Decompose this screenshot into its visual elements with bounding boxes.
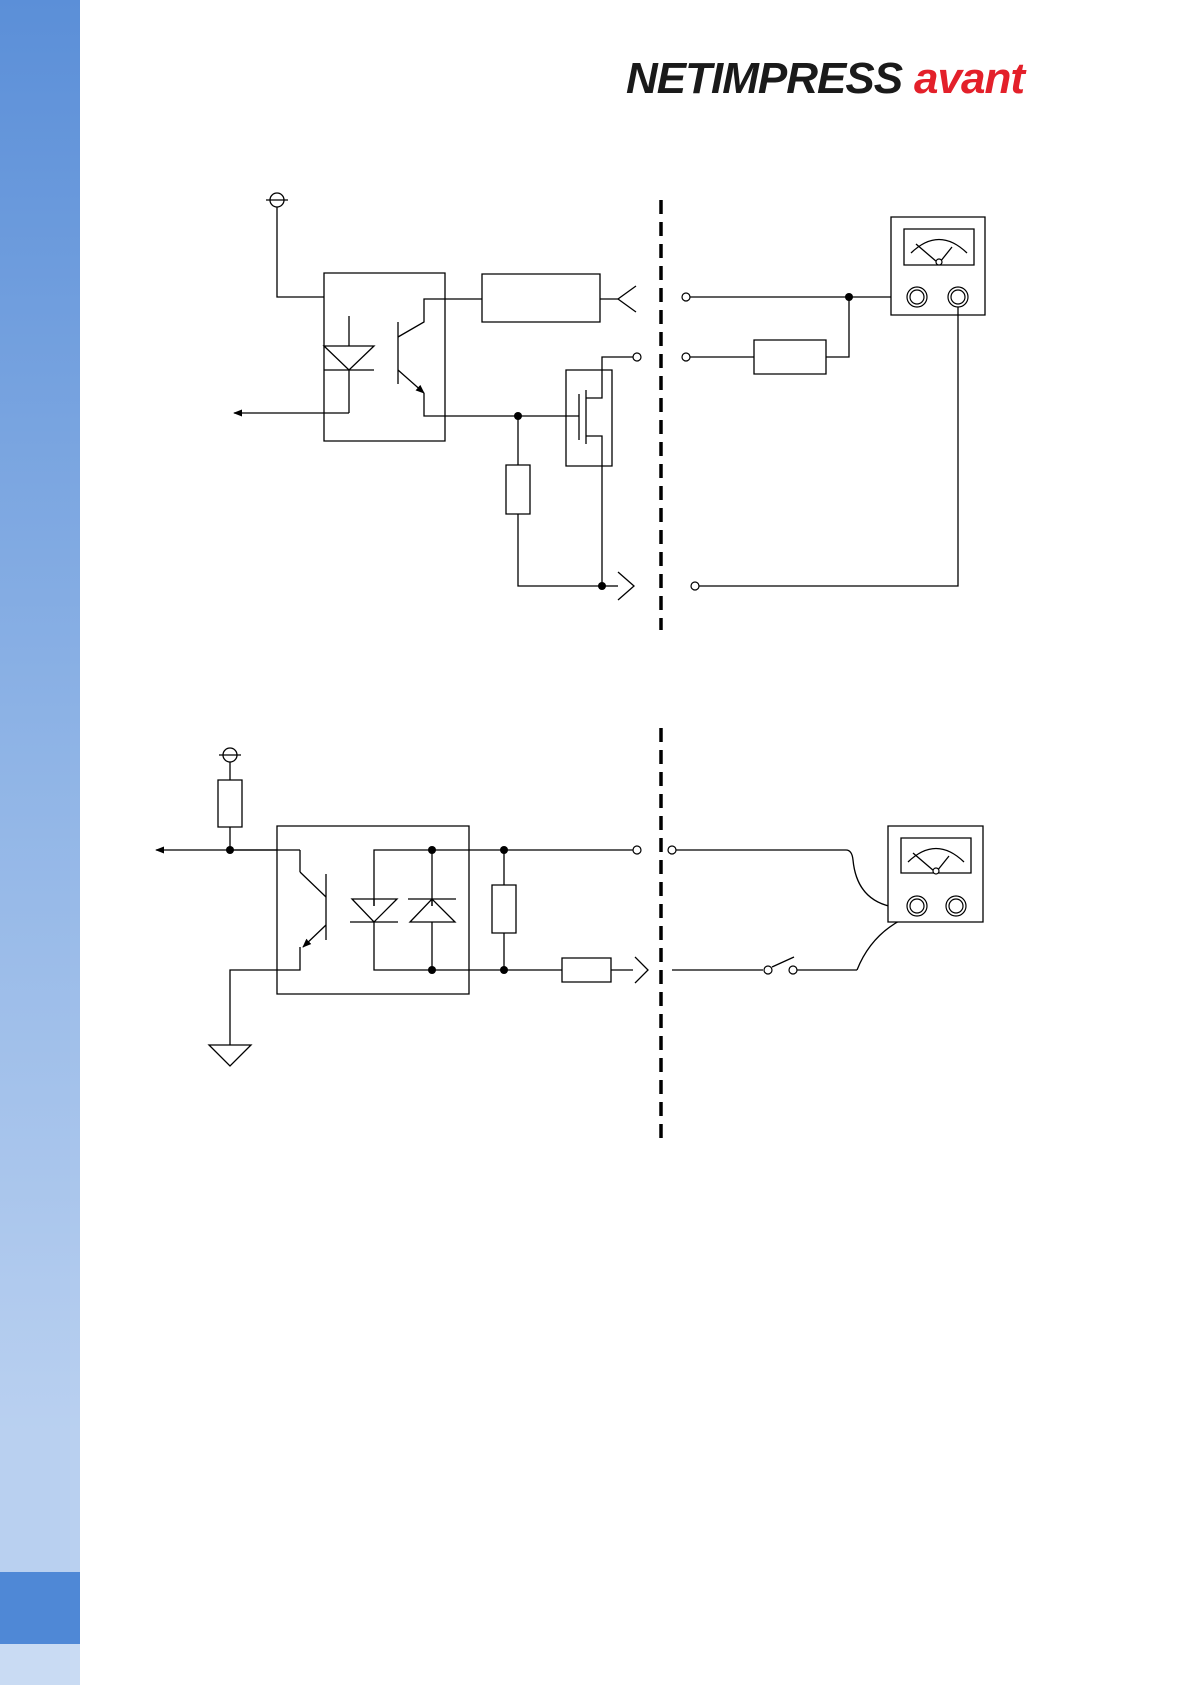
shunt-resistor xyxy=(492,885,516,933)
switch-contact-a xyxy=(764,966,772,974)
diagram-2 xyxy=(156,728,983,1140)
series-resistor-top xyxy=(482,274,600,322)
ground-symbol xyxy=(209,1045,251,1066)
connector-female-1 xyxy=(618,286,636,312)
meter-2 xyxy=(888,826,983,922)
diagram-1 xyxy=(234,193,985,630)
switch-blade xyxy=(772,957,794,967)
series-resistor-2 xyxy=(562,958,611,982)
load-resistor xyxy=(754,340,826,374)
terminal-4-right xyxy=(691,582,699,590)
terminal-2-right xyxy=(682,293,690,301)
terminal-6-right xyxy=(668,846,676,854)
pullup-resistor xyxy=(218,780,242,827)
mosfet-box xyxy=(566,370,612,466)
terminal-1-left xyxy=(633,353,641,361)
connector-male-1 xyxy=(618,572,634,600)
power-supply-symbol-2 xyxy=(219,748,241,780)
meter-1 xyxy=(891,217,985,315)
terminal-5-left xyxy=(633,846,641,854)
terminal-3-right xyxy=(682,353,690,361)
photocoupler-box-2 xyxy=(277,826,469,994)
connector-male-2 xyxy=(635,957,648,983)
pulldown-resistor xyxy=(506,465,530,514)
switch-contact-b xyxy=(789,966,797,974)
